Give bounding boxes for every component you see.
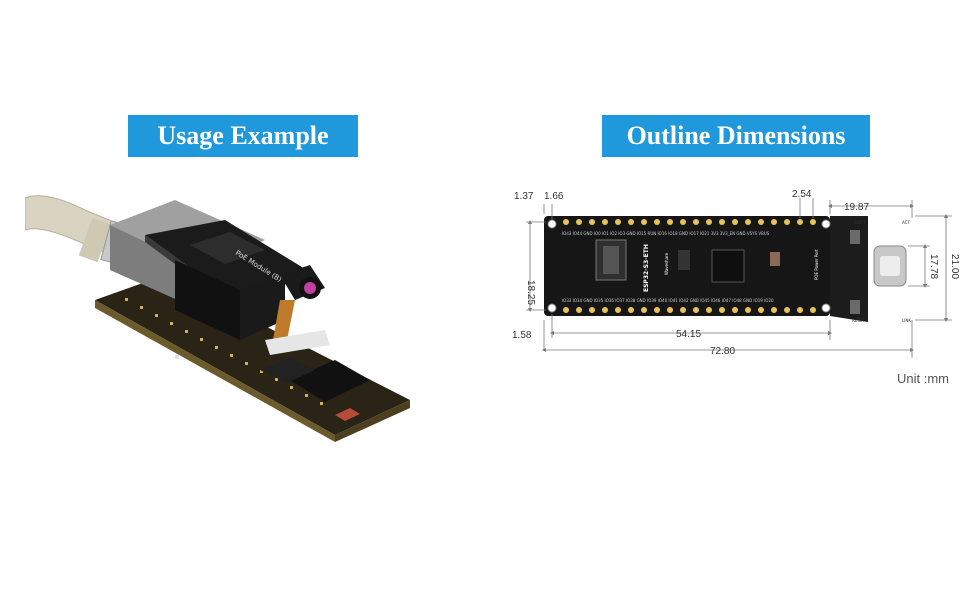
reset-button [850, 300, 860, 314]
dim-1-58: 1.58 [512, 330, 532, 341]
dim-19-87: 19.87 [844, 202, 869, 213]
dim-72-80: 72.80 [710, 346, 735, 357]
outline-dimensions-title: Outline Dimensions [602, 115, 870, 157]
waveshare-logo [678, 250, 690, 270]
boot-button [850, 230, 860, 244]
poe-module: PoE Module (B) [110, 200, 315, 340]
dim-18-25: 18.25 [525, 280, 536, 305]
dim-21-00: 21.00 [949, 254, 960, 279]
outline-dimensions-drawing: IO43 IO44 GND IO0 IO1 IO2 IO3 GND IO15 R… [512, 189, 960, 358]
dimension-lines [526, 198, 952, 358]
usage-example-title: Usage Example [128, 115, 358, 157]
mounting-holes [547, 219, 831, 313]
dim-1-66: 1.66 [544, 191, 564, 202]
board-model-label: ESP32-S3-ETH [643, 244, 650, 292]
dim-17-78: 17.78 [928, 254, 939, 279]
reset-label: RESET [852, 318, 865, 323]
brand-label: Waveshare [664, 252, 669, 275]
boot-label: BOOT [854, 220, 866, 225]
camera-module [265, 265, 330, 355]
dim-1-37: 1.37 [514, 191, 534, 202]
esp32-board [95, 275, 410, 442]
top-pin-labels: IO43 IO44 GND IO0 IO1 IO2 IO3 GND IO15 R… [562, 231, 770, 236]
usage-example-photo: PoE Module (B) [25, 195, 410, 442]
unit-label: Unit :mm [897, 371, 949, 386]
bottom-pin-row [563, 307, 816, 313]
top-pin-row [563, 219, 816, 225]
link-label: LINK [902, 318, 911, 323]
dim-2-54: 2.54 [792, 189, 812, 200]
dim-54-15: 54.15 [676, 329, 701, 340]
board-components [595, 230, 907, 314]
act-label: ACT [902, 220, 910, 225]
poe-port-label: POE Power Port [814, 249, 819, 280]
ethernet-chip [711, 249, 745, 283]
bottom-pin-labels: IO33 IO34 GND IO35 IO36 IO37 IO38 GND IO… [562, 298, 774, 303]
